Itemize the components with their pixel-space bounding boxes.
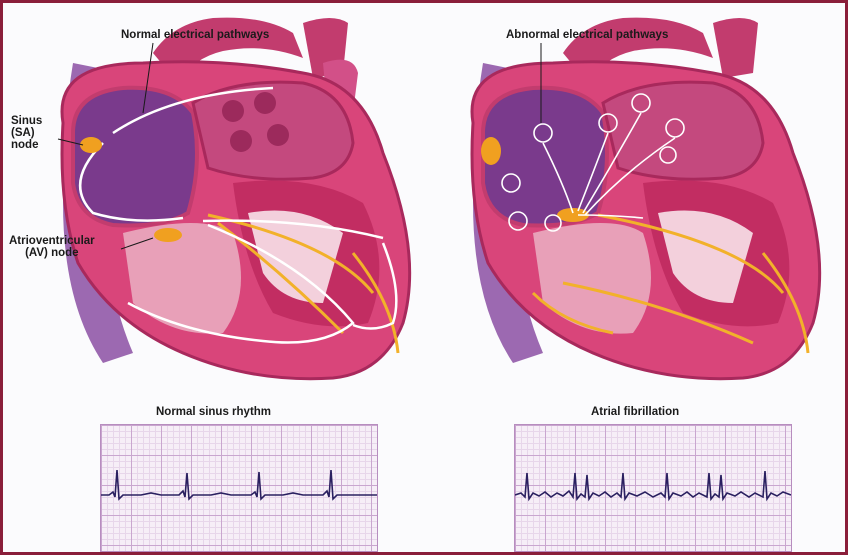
- normal-pathways-title: Normal electrical pathways: [121, 29, 269, 41]
- av-node-label: Atrioventricular (AV) node: [9, 235, 95, 259]
- ecg-normal-trace: [101, 425, 377, 551]
- ecg-normal-strip: [100, 424, 378, 552]
- normal-heart-illustration: [3, 3, 845, 403]
- sa-node: [80, 137, 102, 153]
- av-node: [154, 228, 182, 242]
- ecg-af-strip: [514, 424, 792, 552]
- ecg-normal-title: Normal sinus rhythm: [156, 406, 271, 418]
- sa-node-label: Sinus (SA) node: [11, 115, 42, 151]
- abnormal-heart-illustration: [472, 18, 820, 379]
- ecg-af-trace: [515, 425, 791, 551]
- abnormal-pathways-title: Abnormal electrical pathways: [506, 29, 668, 41]
- ecg-af-title: Atrial fibrillation: [591, 406, 679, 418]
